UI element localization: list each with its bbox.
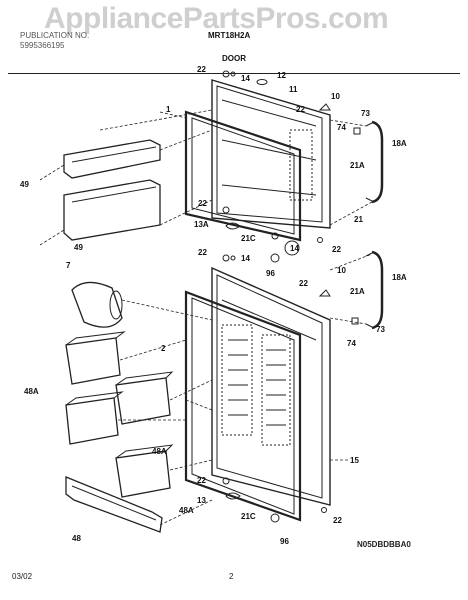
callout: 7	[66, 261, 71, 270]
fresh-food-door-assembly	[184, 266, 331, 522]
freezer-door-shelves	[63, 139, 161, 241]
section-title: DOOR	[222, 54, 246, 63]
callout: 21C	[241, 234, 256, 243]
callout: 22	[296, 105, 305, 114]
callout: 22	[197, 65, 206, 74]
callout: 10	[337, 266, 346, 275]
freezer-handle	[353, 120, 384, 204]
callout: 21	[354, 215, 363, 224]
callout: 22	[332, 245, 341, 254]
callout: 14	[241, 254, 250, 263]
callout: 73	[376, 325, 385, 334]
butter-compartment	[71, 281, 123, 328]
callout: 49	[74, 243, 83, 252]
callout: 13A	[194, 220, 209, 229]
callout: 12	[277, 71, 286, 80]
callout: 49	[20, 180, 29, 189]
callout: 22	[198, 248, 207, 257]
fresh-food-handle	[351, 250, 384, 330]
callout: 73	[361, 109, 370, 118]
hardware-parts	[222, 70, 331, 523]
callout: 2	[161, 344, 166, 353]
leader-lines	[39, 109, 373, 526]
model-number: MRT18H2A	[208, 31, 251, 40]
callout: 21C	[241, 512, 256, 521]
callout: 22	[197, 476, 206, 485]
door-shelf-48	[65, 476, 163, 533]
callout: 48A	[24, 387, 39, 396]
diagram-code: N05DBDBBA0	[357, 540, 411, 549]
footer-date: 03/02	[12, 572, 33, 581]
callout: 14	[290, 244, 299, 253]
watermark: AppliancePartsPros.com	[44, 2, 389, 35]
callout: 10	[331, 92, 340, 101]
door-bins	[65, 331, 174, 498]
callout: 48	[72, 534, 81, 543]
footer-page-number: 2	[229, 572, 234, 581]
callout: 96	[266, 269, 275, 278]
callout: 13	[197, 496, 206, 505]
header-rule	[8, 73, 460, 74]
publication-label: PUBLICATION NO.	[20, 31, 90, 40]
callout: 22	[299, 279, 308, 288]
callout-labels: 22 14 12 11 10 22 73 74 18A 1 21A 49 22 …	[20, 65, 407, 546]
callout: 14	[241, 74, 250, 83]
callout: 48A	[179, 506, 194, 515]
publication-number: 5995366195	[20, 41, 65, 50]
callout: 96	[280, 537, 289, 546]
callout: 74	[347, 339, 356, 348]
freezer-door-assembly	[184, 79, 331, 242]
callout: 48A	[152, 447, 167, 456]
callout: 18A	[392, 139, 407, 148]
callout: 18A	[392, 273, 407, 282]
callout: 74	[337, 123, 346, 132]
callout: 11	[289, 85, 298, 94]
callout: 22	[198, 199, 207, 208]
callout: 1	[166, 105, 171, 114]
callout-circle	[284, 240, 300, 256]
callout: 15	[350, 456, 359, 465]
callout: 21A	[350, 287, 365, 296]
callout: 21A	[350, 161, 365, 170]
callout: 22	[333, 516, 342, 525]
